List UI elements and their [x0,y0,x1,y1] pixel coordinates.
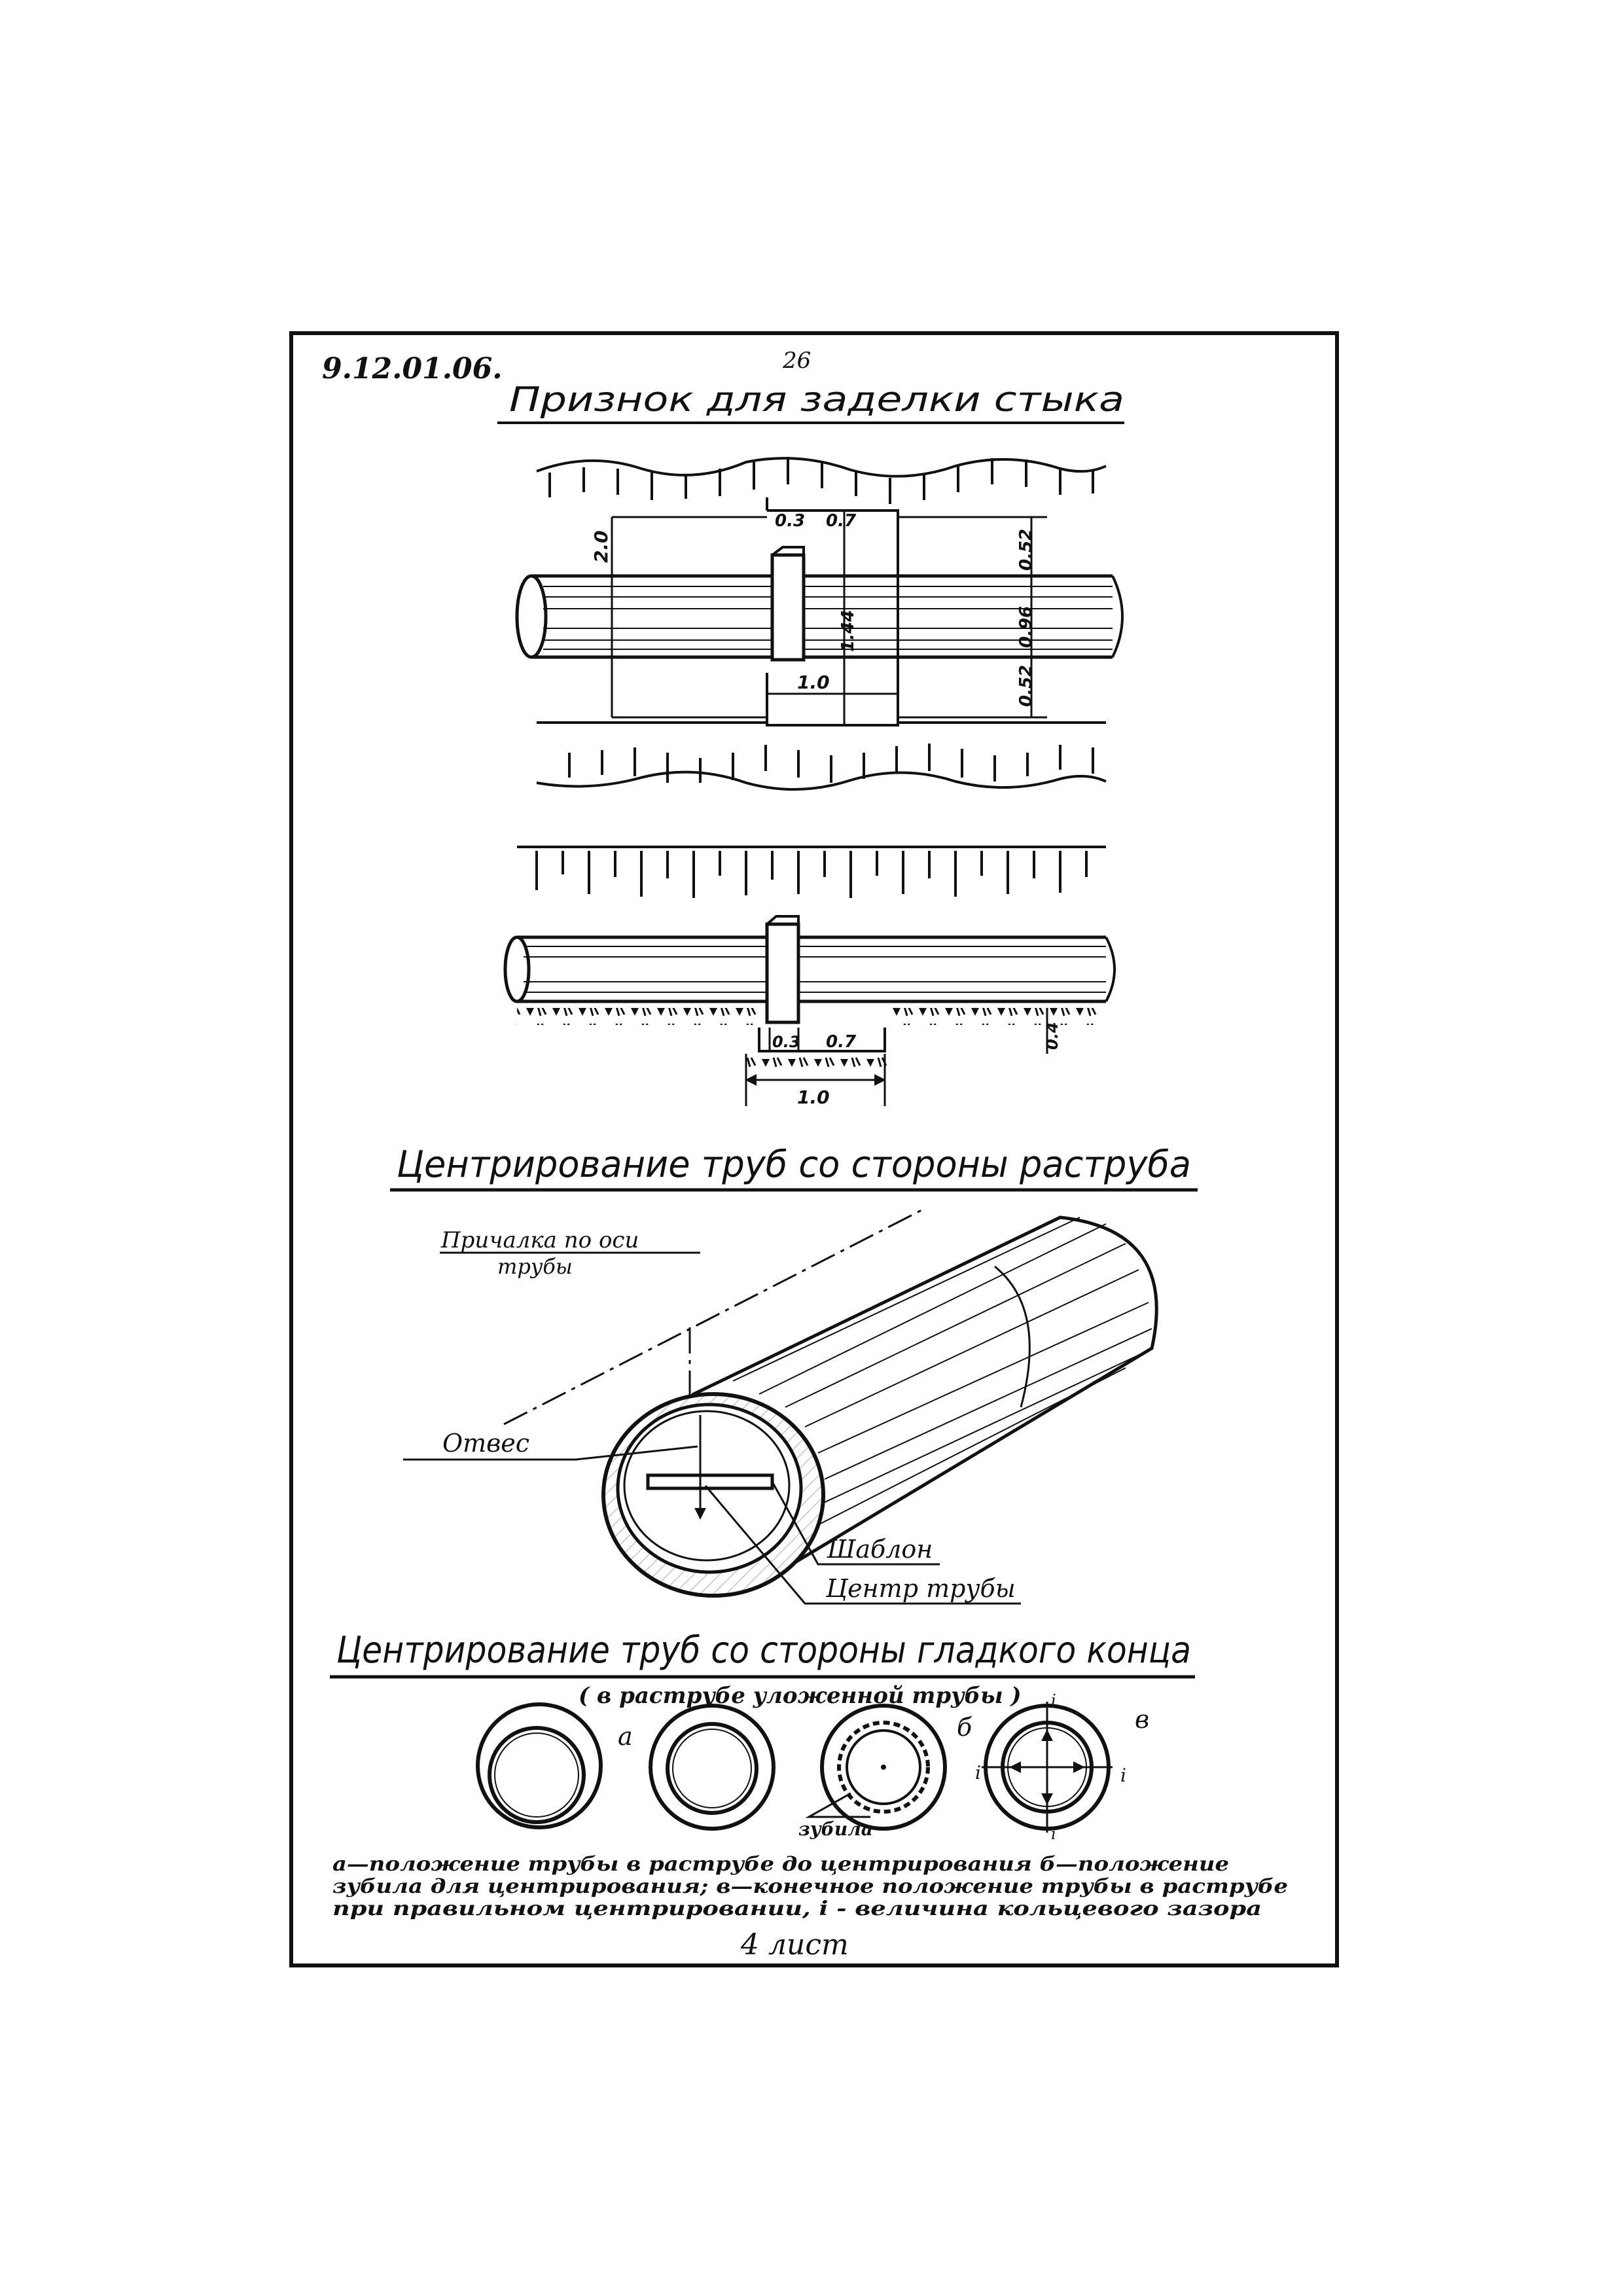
gap-marker-left: i [975,1762,981,1784]
dim-0-96: 0.96 [1016,606,1036,648]
section2-title: Центрирование труб со стороны раструба [397,1143,1191,1186]
section3-subtitle: ( в раструбе уложенной трубы ) [579,1683,1022,1709]
joint-trench-section: Признок для заделки стыка [497,380,1124,1108]
chisel-label: зубила [798,1818,873,1840]
marker-a: а [618,1722,633,1751]
sheet-footer: 4 лист [740,1928,849,1962]
position-a2-circle [649,1704,776,1831]
dim-0-52-bottom: 0.52 [1016,665,1036,707]
plumb-label: Отвес [442,1429,529,1458]
dim-0-7-top: 0.7 [826,511,857,531]
center-leader [704,1485,1021,1605]
axis-sight-line [503,1208,923,1426]
marker-v: в [1135,1705,1149,1734]
dim-0-7-bottom: 0.7 [826,1032,857,1052]
template-label: Шаблон [827,1535,933,1564]
dim-2-0: 2.0 [590,530,612,563]
dim-1-0-bottom: 1.0 [797,1086,830,1108]
dim-0-3-top: 0.3 [775,511,805,531]
chisel-leader [805,1792,870,1818]
sight-label: Причалка по оси [440,1227,639,1253]
dim-0-4: 0.4 [1043,1022,1061,1050]
dim-0-3-bottom: 0.3 [772,1033,800,1051]
socket-centering-section: Центрирование труб со стороны раструба П… [390,1143,1198,1605]
trench-pit-elevation [758,1028,886,1052]
drawing-sheet-frame [289,331,1339,1967]
caption-line-2: зубила для центрирования; в—конечное пол… [332,1875,1288,1898]
gap-marker-bottom: i [1051,1825,1056,1843]
soil-fill-right [890,1008,1099,1025]
ground-ticks-upper [548,457,1094,504]
section3-title: Центрирование труб со стороны гладкого к… [336,1629,1191,1672]
trench-pit-outline [766,497,899,726]
dim-1-0-top: 1.0 [797,672,830,693]
section1-title: Признок для заделки стыка [509,380,1124,420]
caption-line-3: при правильном центрировании, i - величи… [332,1897,1262,1920]
sight-label-2: трубы [497,1254,573,1279]
page-number: 26 [782,348,811,374]
position-v-circle [982,1702,1113,1833]
ground-ticks-mid [568,744,1094,783]
center-label: Центр трубы [825,1574,1016,1603]
pipe-elevation-view [503,915,1116,1024]
template-leader [771,1481,940,1566]
spigot-centering-section: Центрирование труб со стороны гладкого к… [330,1629,1288,1920]
position-a-circle [476,1702,603,1829]
position-b-circle [820,1704,947,1831]
soil-fill-bottom [746,1055,890,1069]
sheet-code: 9.12.01.06. [322,352,503,386]
soil-fill-left [517,1008,759,1025]
ground-edge-upper [536,457,1107,478]
dim-0-52-top: 0.52 [1016,529,1036,571]
plumb-leader [403,1445,698,1461]
gap-marker-top: i [1051,1691,1056,1710]
marker-b: б [957,1713,972,1742]
caption-line-1: а—положение трубы в раструбе до центриро… [332,1853,1229,1876]
pipe-top-view [515,546,1124,662]
ground-ticks-elevation [535,851,1088,898]
dim-1-44: 1.44 [838,610,858,652]
gap-marker-right: i [1120,1765,1126,1786]
